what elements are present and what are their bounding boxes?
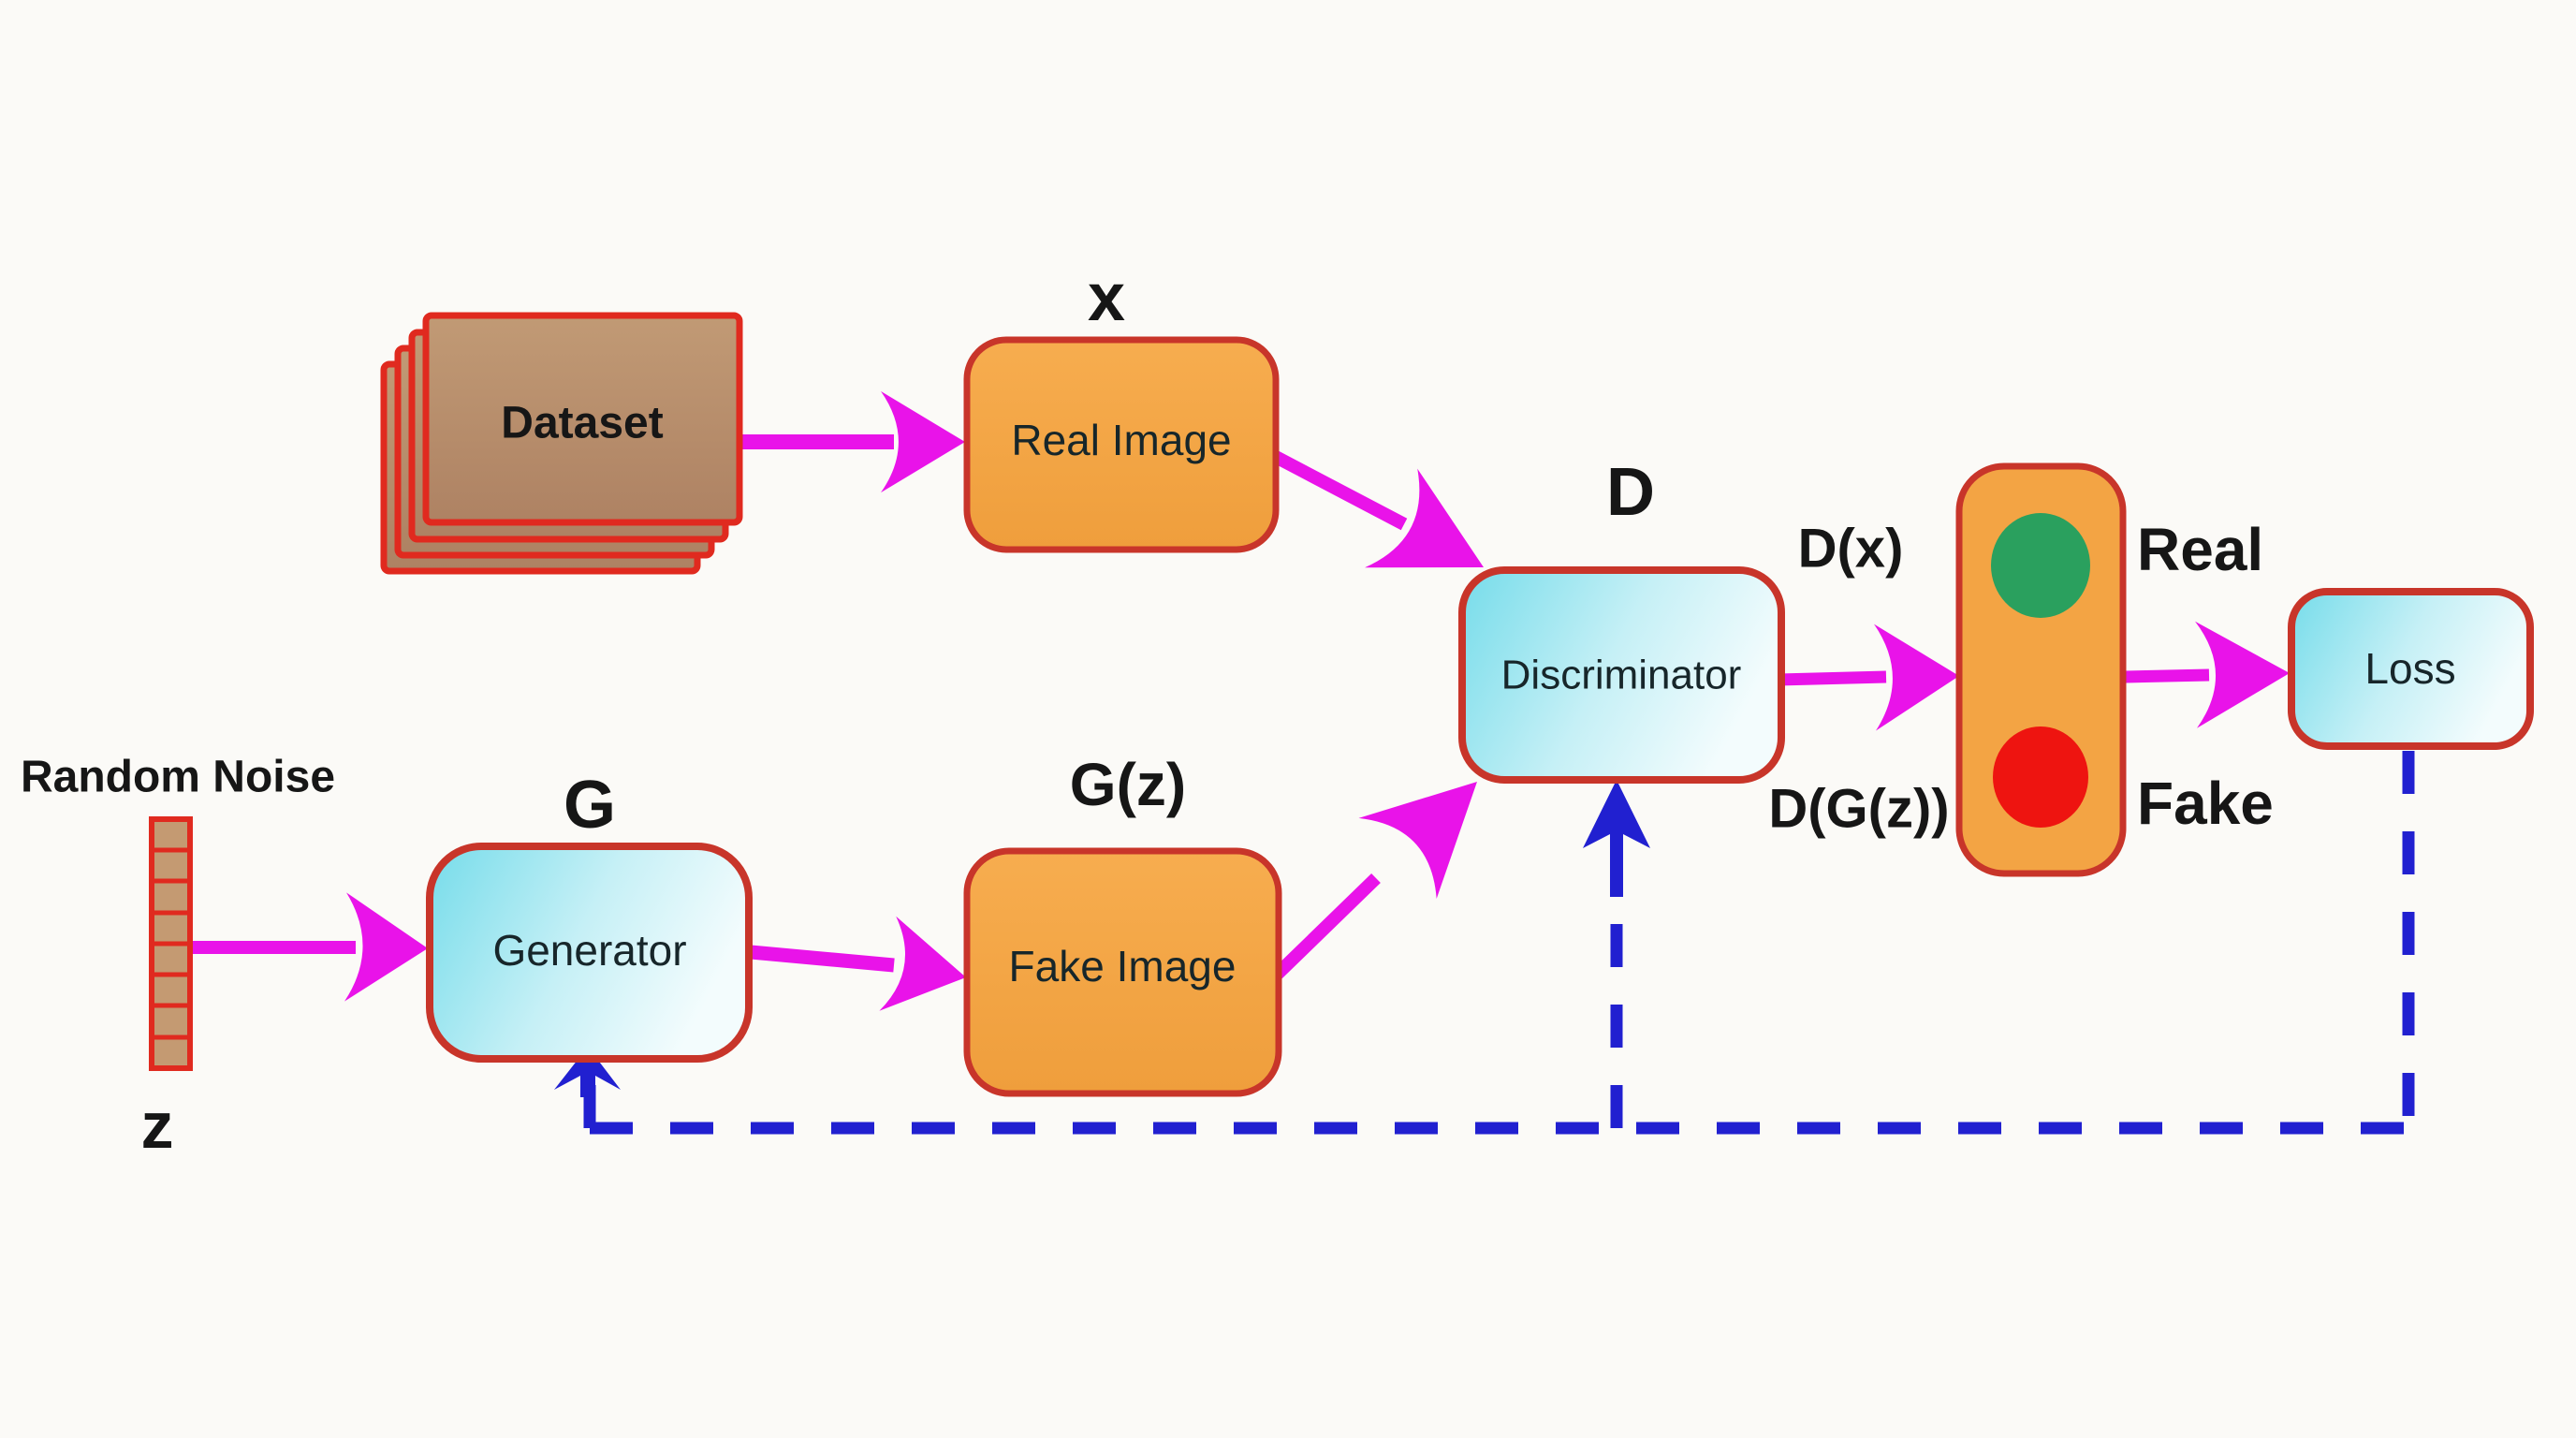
feedback-path — [554, 751, 2415, 1135]
real-label: Real — [2137, 516, 2263, 583]
arrow-fake-image-to-discriminator — [1272, 741, 1516, 980]
loss-label: Loss — [2364, 644, 2455, 693]
random-noise-node: Random Noise z — [21, 753, 335, 1163]
z-label: z — [141, 1089, 174, 1162]
random-noise-label: Random Noise — [21, 753, 335, 802]
decision-indicator: Real Fake — [1955, 462, 2274, 877]
loss-box — [2288, 588, 2534, 750]
dgz-label: D(G(z)) — [1768, 779, 1949, 840]
discriminator-node: D Discriminator D(x) D(G(z)) — [1458, 455, 1950, 840]
fake-image-box — [963, 847, 1282, 1097]
x-label: x — [1088, 260, 1125, 335]
fake-label: Fake — [2137, 770, 2274, 837]
gz-label: G(z) — [1070, 751, 1186, 818]
arrow-dataset-to-real-image — [742, 390, 965, 493]
discriminator-box — [1458, 566, 1785, 784]
discriminator-label: Discriminator — [1501, 653, 1742, 698]
real-image-label: Real Image — [1011, 416, 1231, 464]
arrow-generator-to-fake-image — [750, 916, 974, 1025]
fake-image-node: G(z) Fake Image — [963, 751, 1282, 1097]
noise-vector-cells — [152, 847, 190, 1040]
noise-vector — [149, 816, 193, 1071]
generator-box — [426, 843, 753, 1063]
feedback-arrowhead-discriminator — [1583, 780, 1650, 897]
fake-light — [1993, 726, 2088, 828]
arrow-real-image-to-discriminator — [1270, 449, 1511, 617]
g-label: G — [564, 768, 616, 843]
real-light — [1991, 513, 2090, 618]
dx-label: D(x) — [1798, 519, 1904, 580]
real-image-box — [963, 336, 1280, 553]
fake-image-label: Fake Image — [1009, 942, 1237, 990]
arrow-noise-to-generator — [193, 892, 430, 1004]
dataset-stack-card-1 — [422, 312, 743, 526]
dataset-label: Dataset — [501, 399, 663, 448]
d-label: D — [1606, 455, 1655, 530]
arrow-discriminator-to-decision — [1778, 623, 1960, 731]
loss-node: Loss — [2288, 588, 2534, 750]
arrow-decision-to-loss — [2125, 620, 2291, 728]
generator-node: G Generator — [426, 768, 753, 1063]
dataset-node: Dataset — [380, 312, 743, 575]
feedback-arrowhead-generator — [554, 1047, 621, 1097]
flow-arrows — [193, 390, 2291, 1025]
generator-label: Generator — [492, 926, 686, 975]
real-image-node: x Real Image — [963, 260, 1280, 553]
